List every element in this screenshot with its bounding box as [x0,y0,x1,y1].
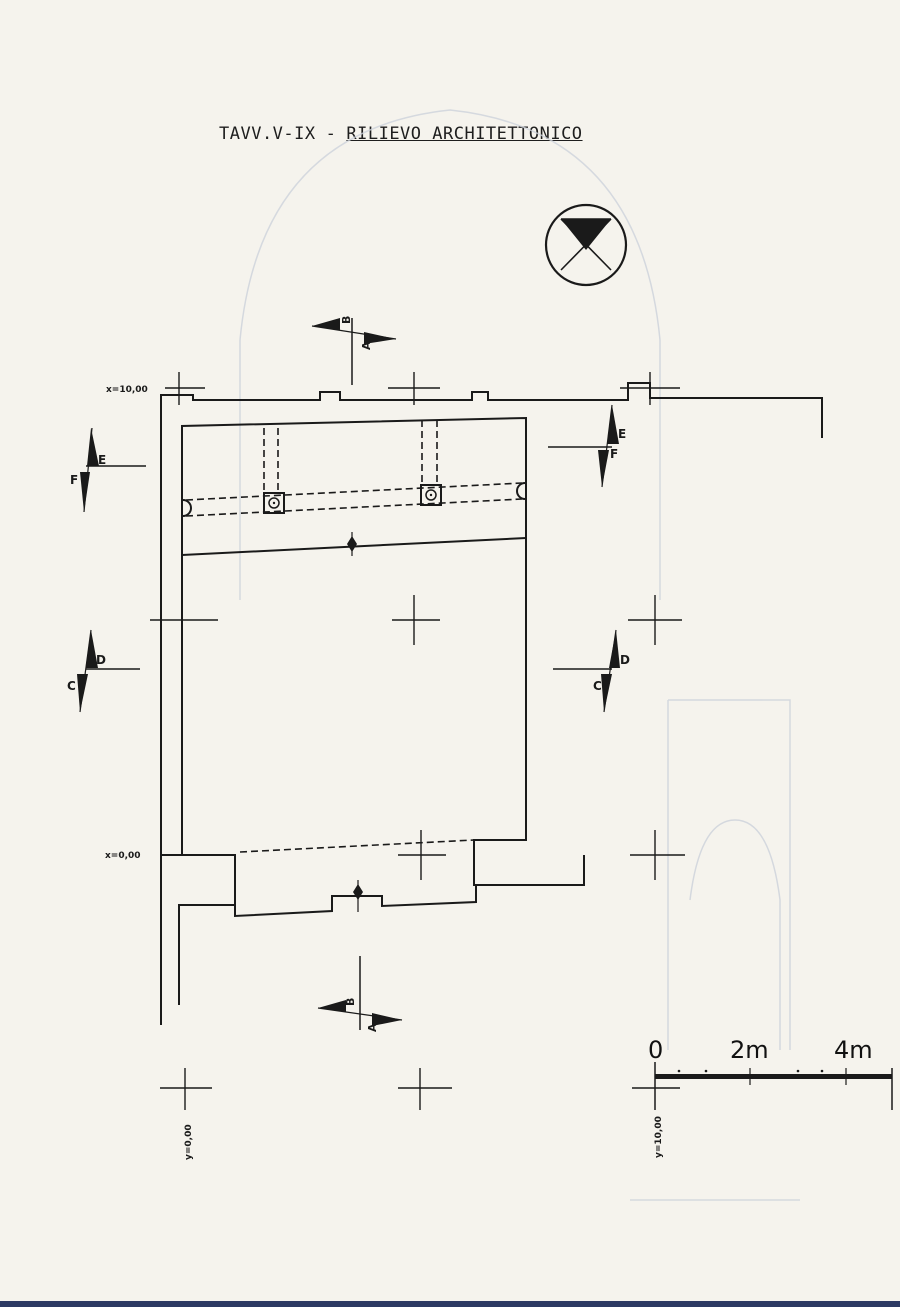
coord-y-right: y=10,00 [654,1116,664,1158]
section-label-a-bottom: A [366,1023,379,1032]
section-arrow-ef-left [80,427,99,513]
scale-label-0: 0 [648,1036,663,1064]
pillar-left [263,492,285,514]
section-label-d-right: D [620,653,630,667]
section-label-e-left: E [98,453,106,467]
section-arrow-cd-left [77,629,98,713]
grid-crosses [150,372,685,1110]
scale-label-2m: 2m [730,1036,769,1064]
level-markers [347,532,363,912]
section-arrow-ab-top [311,318,397,344]
scale-bar [654,1062,893,1110]
section-arrow-ef-right [598,404,619,488]
scale-label-4m: 4m [834,1036,873,1064]
section-label-c-left: C [67,679,76,693]
drawing-title: RILIEVO ARCHITETTONICO [346,124,583,144]
section-label-f-right: F [610,447,618,461]
dashed-outlines [185,420,523,853]
section-label-c-right: C [593,679,602,693]
section-label-b-bottom: B [344,998,357,1006]
coord-x-top: x=10,00 [106,385,148,395]
outer-walls [160,382,823,1025]
section-label-e-right: E [618,427,626,441]
half-columns [182,482,526,517]
sheet-title: TAVV.V-IX-RILIEVO ARCHITETTONICO [219,124,583,144]
north-arrow-icon [544,203,628,287]
section-label-d-left: D [96,653,106,667]
section-label-f-left: F [70,473,78,487]
title-separator: - [325,124,337,144]
plate-code: TAVV.V-IX [219,124,316,144]
coord-y-left: y=0,00 [184,1124,194,1160]
section-label-a-top: A [360,341,373,350]
ghost-bleedthrough [239,109,800,1201]
section-lines [86,318,612,1030]
pillar-right [420,484,442,506]
section-arrow-cd-right [601,629,620,713]
section-label-b-top: B [340,316,353,324]
scan-bottom-edge [0,1301,900,1307]
section-arrow-ab-bottom [317,1000,403,1026]
coord-x-bottom: x=0,00 [105,851,141,861]
